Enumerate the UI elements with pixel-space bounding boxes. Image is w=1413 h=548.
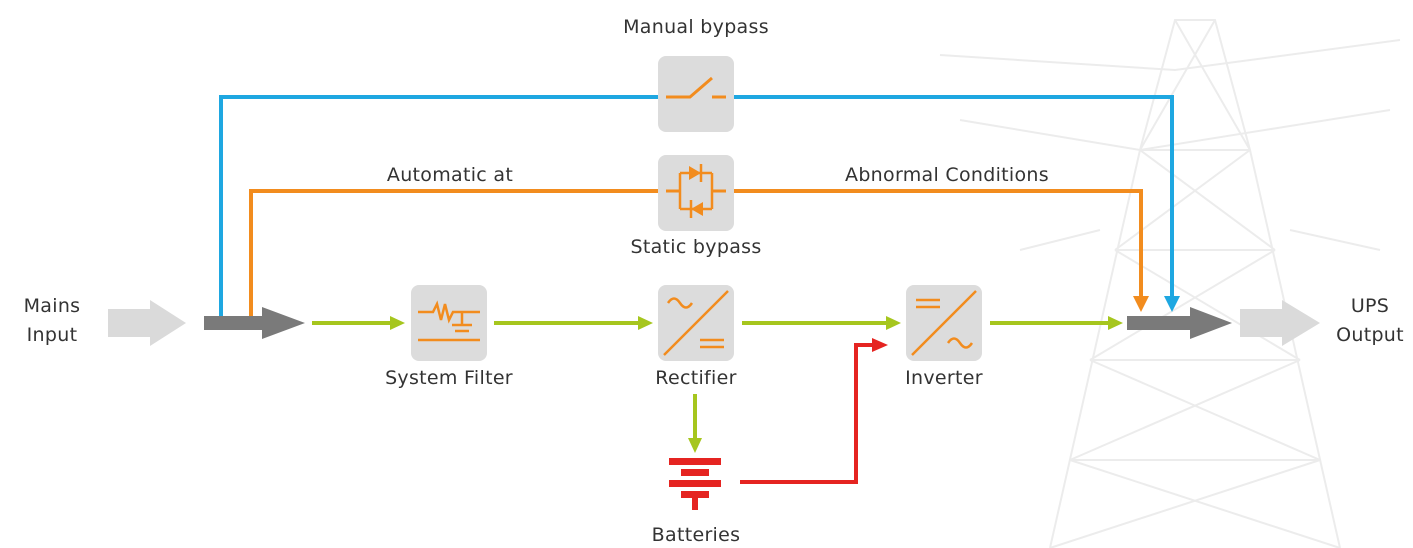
automatic-at-label: Automatic at bbox=[386, 164, 514, 186]
manual-bypass-arrowhead bbox=[1164, 296, 1180, 312]
switch-icon bbox=[658, 56, 734, 132]
ups-output-arrow bbox=[1240, 300, 1320, 346]
mains-label-line1: Mains bbox=[23, 295, 81, 317]
mains-input-label: Mains Input bbox=[14, 292, 90, 350]
battery-line bbox=[740, 343, 874, 484]
static-bypass-label: Static bypass bbox=[630, 236, 762, 258]
ups-output-label: UPS Output bbox=[1330, 292, 1410, 350]
ups-label-line2: Output bbox=[1336, 324, 1404, 346]
dc-ac-icon bbox=[906, 285, 982, 361]
abnormal-conditions-label: Abnormal Conditions bbox=[845, 164, 1049, 186]
mains-input-arrow bbox=[108, 300, 186, 346]
inverter-label: Inverter bbox=[905, 367, 983, 389]
ups-label-line1: UPS bbox=[1350, 295, 1390, 317]
manual-bypass-label: Manual bypass bbox=[623, 16, 769, 38]
power-tower-icon bbox=[939, 19, 1401, 548]
thyristor-icon bbox=[658, 155, 734, 231]
mains-label-line2: Input bbox=[26, 324, 78, 346]
battery-arrowhead bbox=[872, 338, 888, 352]
batteries-label: Batteries bbox=[651, 524, 741, 546]
output-bus-arrow bbox=[1127, 307, 1232, 339]
system-filter-label: System Filter bbox=[385, 367, 513, 389]
filter-icon bbox=[411, 285, 487, 361]
ac-dc-icon bbox=[658, 285, 734, 361]
power-flow-lines bbox=[312, 316, 1123, 453]
input-bus-arrow bbox=[204, 307, 305, 339]
battery-icon bbox=[669, 458, 721, 510]
rectifier-label: Rectifier bbox=[655, 367, 737, 389]
static-bypass-arrowhead bbox=[1133, 296, 1149, 312]
